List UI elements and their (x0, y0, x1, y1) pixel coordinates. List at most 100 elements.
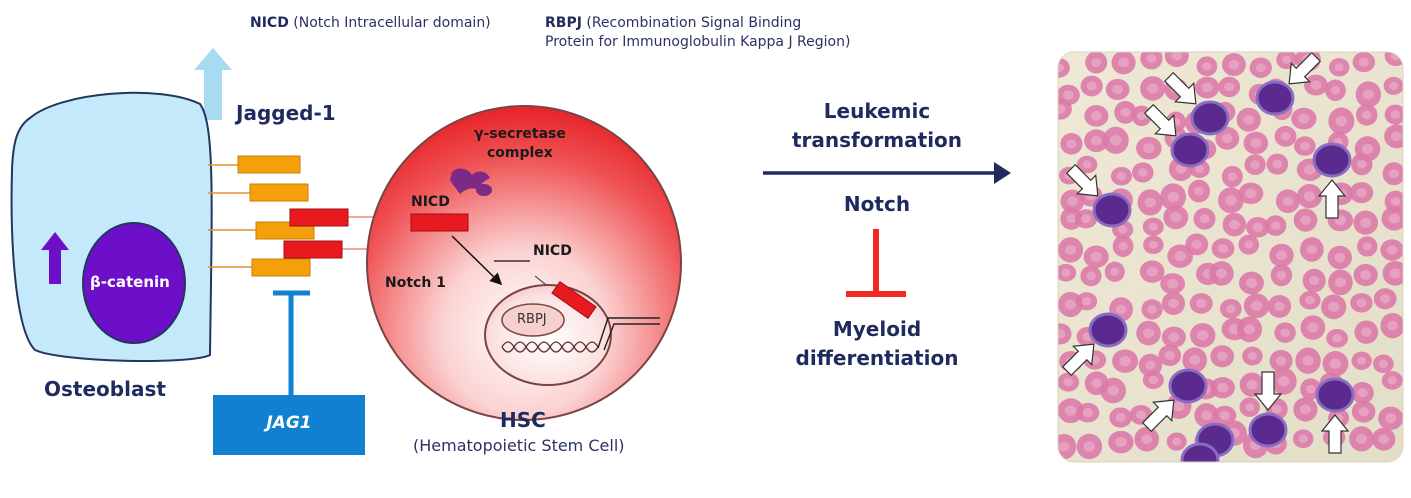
red-blood-cell (1353, 263, 1378, 287)
pointer-arrow-icon (1253, 371, 1283, 411)
legend-rbpj-full-line1: (Recombination Signal Binding (586, 15, 802, 31)
outcome-myeloid-line1: Myeloid (832, 317, 922, 341)
red-blood-cell (1381, 371, 1403, 390)
red-blood-cell (1076, 433, 1103, 460)
red-blood-cell (1327, 245, 1352, 270)
pointer-arrow-icon (1143, 103, 1177, 137)
red-blood-cell (1266, 153, 1289, 175)
red-blood-cell (1215, 126, 1240, 150)
red-blood-cell (1084, 129, 1109, 153)
beta-catenin-up-arrow-icon (41, 232, 69, 284)
red-blood-cell (1187, 179, 1211, 203)
red-blood-cell (1322, 350, 1349, 377)
red-blood-cell (1382, 260, 1403, 286)
red-blood-cell (1293, 208, 1318, 232)
red-blood-cell (1112, 235, 1134, 257)
red-blood-cell (1380, 239, 1403, 261)
red-blood-cell (1321, 294, 1347, 320)
red-blood-cell (1163, 205, 1189, 230)
red-blood-cell (1244, 154, 1266, 176)
red-blood-cell (1349, 182, 1374, 204)
red-blood-cell (1351, 400, 1376, 423)
red-blood-cell (1384, 104, 1403, 125)
outcome-leukemic-line2: transformation (791, 128, 963, 152)
red-blood-cell (1132, 162, 1154, 183)
red-blood-cell (1351, 351, 1372, 371)
red-blood-cell (1218, 187, 1244, 214)
red-blood-cell (1213, 405, 1237, 426)
leukemic-transformation-arrow (763, 162, 1011, 184)
notch-inhibition-symbol (846, 229, 906, 297)
red-blood-cell (1209, 261, 1234, 286)
red-blood-cell (1136, 320, 1161, 346)
red-blood-cell (1210, 377, 1235, 399)
red-blood-cell (1355, 81, 1382, 108)
rbpj-protein (501, 303, 565, 337)
red-blood-cell (1246, 217, 1270, 238)
red-blood-cell (1142, 217, 1164, 236)
jag1-gene-label: JAG1 (266, 413, 312, 433)
red-blood-cell (1242, 346, 1263, 366)
red-blood-cell (1108, 430, 1134, 454)
red-blood-cell (1104, 261, 1125, 282)
red-blood-cell (1304, 74, 1328, 96)
blast-cell (1248, 412, 1288, 448)
red-blood-cell (1384, 190, 1403, 213)
red-blood-cell (1243, 131, 1269, 155)
osteoblast-label: Osteoblast (44, 377, 166, 401)
transcription-start-icon (597, 317, 660, 351)
red-blood-cell (1299, 237, 1324, 262)
red-blood-cell (1158, 344, 1182, 367)
red-blood-cell (1378, 406, 1403, 431)
red-blood-cell (1269, 243, 1294, 267)
legend-nicd: NICD (Notch Intracellular domain) (250, 14, 491, 33)
red-blood-cell (1264, 215, 1287, 236)
legend-nicd-full: (Notch Intracellular domain) (293, 15, 491, 31)
dna-helix (501, 341, 599, 353)
legend-rbpj-abbr: RBPJ (545, 15, 582, 31)
red-blood-cell (1236, 316, 1263, 343)
red-blood-cell (1058, 372, 1080, 392)
jagged1-up-arrow-icon (194, 48, 232, 120)
pointer-arrow-icon (1317, 179, 1347, 219)
red-blood-cell (1109, 407, 1132, 428)
red-blood-cell (1058, 98, 1072, 120)
red-blood-cell (1239, 372, 1265, 397)
hsc-sublabel: (Hematopoietic Stem Cell) (413, 436, 625, 455)
red-blood-cell (1238, 182, 1264, 205)
red-blood-cell (1189, 293, 1213, 314)
red-blood-cell (1295, 347, 1321, 374)
nicd-nuclear-bar (551, 280, 597, 320)
red-blood-cell (1083, 245, 1109, 268)
red-blood-cell (1302, 268, 1326, 293)
blast-cell (1168, 368, 1208, 404)
red-blood-cell (1349, 426, 1374, 452)
pointer-arrow-icon (1163, 71, 1197, 105)
blast-cell (1170, 132, 1210, 168)
red-blood-cell (1060, 207, 1083, 230)
red-blood-cell (1352, 52, 1376, 73)
nicd-fragment-bar (410, 213, 469, 232)
red-blood-cell (1110, 166, 1133, 186)
red-blood-cell (1058, 398, 1084, 424)
red-blood-cell (1138, 353, 1163, 377)
red-blood-cell (1249, 57, 1272, 78)
red-blood-cell (1222, 212, 1247, 237)
red-blood-cell (1190, 323, 1216, 348)
red-blood-cell (1058, 263, 1077, 282)
red-blood-cell (1296, 184, 1323, 209)
jag1-gene-box (213, 395, 365, 455)
red-blood-cell (1100, 377, 1126, 404)
red-blood-cell (1060, 133, 1083, 155)
red-blood-cell (1196, 56, 1218, 77)
red-blood-cell (1236, 107, 1261, 132)
red-blood-cell (1076, 292, 1098, 311)
red-blood-cell (1269, 349, 1293, 372)
red-blood-cell (1219, 298, 1242, 319)
red-blood-cell (1160, 273, 1186, 295)
red-blood-cell (1299, 290, 1321, 310)
blood-smear-image (1058, 52, 1403, 462)
red-blood-cell (1382, 162, 1403, 186)
red-blood-cell (1134, 426, 1160, 452)
